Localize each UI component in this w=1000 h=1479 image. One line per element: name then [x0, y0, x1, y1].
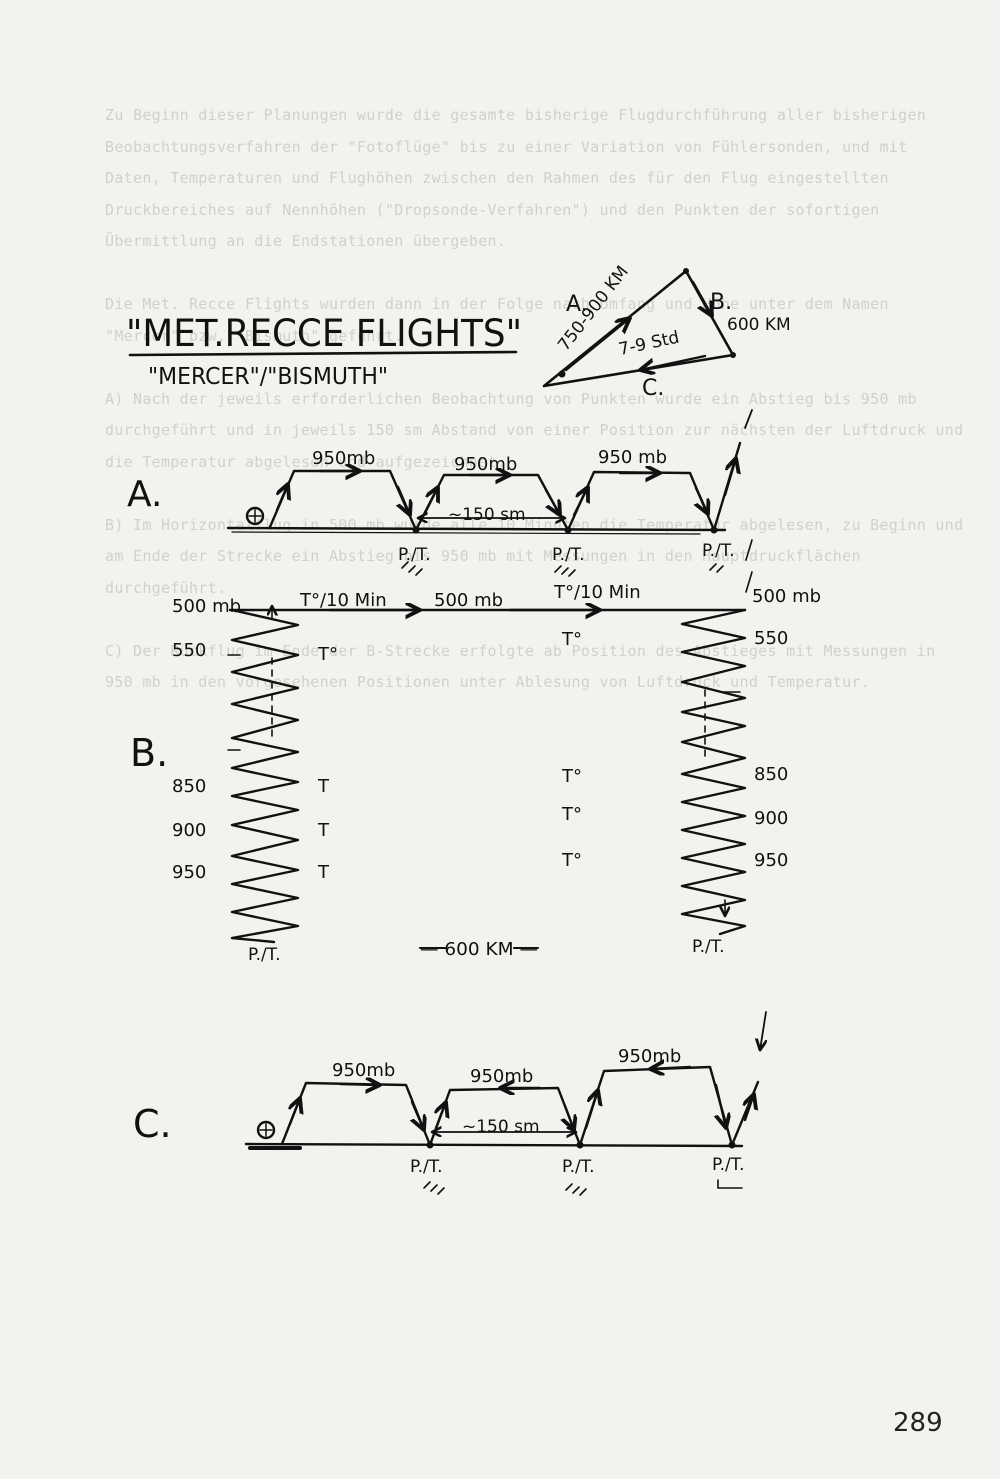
section-b-left-950: 950	[172, 862, 206, 883]
route-overview-triangle	[542, 268, 736, 388]
section-c-distance: ~150 sm	[462, 1117, 540, 1137]
page-number: 289	[893, 1408, 943, 1438]
t-mark: T°	[317, 644, 338, 665]
diagram-title: "MET.RECCE FLIGHTS"	[126, 312, 522, 355]
section-a-station-3: P./T.	[702, 541, 735, 561]
section-c-level-2: 950mb	[470, 1066, 533, 1087]
section-c-profile	[244, 1011, 766, 1196]
section-b-profile	[227, 539, 753, 949]
section-a-letter: A.	[127, 474, 162, 515]
section-c-station-2: P./T.	[562, 1157, 595, 1177]
section-b-right-550: 550	[754, 628, 788, 649]
flight-duration: 7-9 Std	[617, 328, 681, 360]
section-a-profile	[226, 409, 753, 577]
section-b-500mb-mid: 500 mb	[434, 590, 503, 611]
section-b-right-900: 900	[754, 808, 788, 829]
section-c-letter: C.	[133, 1102, 172, 1146]
section-c-level-1: 950mb	[332, 1060, 395, 1081]
t-mark: T°	[561, 850, 582, 871]
leg-c-label: C.	[642, 376, 664, 401]
t-mark: T	[317, 820, 330, 841]
t-mark: T°	[561, 766, 582, 787]
section-c-level-3: 950mb	[618, 1046, 681, 1067]
section-b-letter: B.	[130, 731, 168, 775]
title-underline	[128, 350, 518, 357]
section-a-distance: ~150 sm	[448, 505, 526, 525]
section-b-station-bottom: P./T.	[248, 945, 281, 965]
t-mark: T°	[561, 629, 582, 650]
t-mark: T	[317, 862, 330, 883]
section-b-500mb-left: 500 mb	[172, 596, 241, 617]
section-a-station-1: P./T.	[398, 545, 431, 565]
section-b-right-850: 850	[754, 764, 788, 785]
section-b-left-550: 550	[172, 640, 206, 661]
section-a-level-3: 950 mb	[598, 447, 667, 468]
leg-a-label: A.	[566, 292, 588, 317]
t-mark: T	[317, 776, 330, 797]
section-a-station-2: P./T.	[552, 545, 585, 565]
section-b-left-900: 900	[172, 820, 206, 841]
section-b-left-850: 850	[172, 776, 206, 797]
t-mark: T°	[561, 804, 582, 825]
section-b-t-interval-2: T°/10 Min	[553, 582, 641, 603]
section-b-right-950: 950	[754, 850, 788, 871]
section-b-t-interval-1: T°/10 Min	[299, 590, 387, 611]
section-a-level-2: 950mb	[454, 454, 517, 475]
section-b-distance: — 600 KM —	[420, 939, 538, 960]
section-b-500mb-right: 500 mb	[752, 586, 821, 607]
leg-b-distance: 600 KM	[727, 315, 791, 335]
section-c-station-3: P./T.	[712, 1155, 745, 1175]
section-c-station-1: P./T.	[410, 1157, 443, 1177]
section-b-station-bottom-right: P./T.	[692, 937, 725, 957]
leg-b-label: B.	[710, 290, 732, 315]
diagram-subtitle: "MERCER"/"BISMUTH"	[148, 364, 388, 390]
section-a-level-1: 950mb	[312, 448, 375, 469]
